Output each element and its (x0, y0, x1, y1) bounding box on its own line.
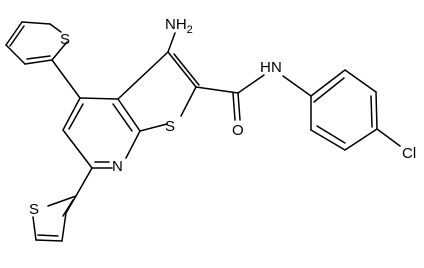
bond (75, 167, 93, 197)
bond (9, 25, 25, 47)
bond (26, 55, 51, 60)
bond (79, 97, 119, 100)
bond (51, 59, 81, 99)
bond (51, 41, 68, 61)
bond (62, 97, 81, 131)
thiophene-top-sulfur-label: S (60, 31, 70, 48)
bond (344, 128, 378, 151)
bond (316, 125, 346, 144)
bond (68, 103, 84, 130)
bond (232, 92, 236, 121)
bond (376, 128, 401, 147)
bond (117, 51, 169, 100)
bond (282, 75, 312, 97)
bond (344, 69, 377, 93)
bond (49, 23, 62, 33)
bond (35, 239, 63, 242)
bond (167, 32, 176, 53)
chloro-label: Cl (402, 145, 416, 162)
bond (62, 129, 93, 169)
pyridine-nitrogen-label: N (112, 158, 123, 175)
amino-nh-text: NH (165, 16, 187, 33)
bond (117, 98, 141, 132)
bond (237, 92, 241, 121)
bond (370, 95, 373, 128)
bond (173, 53, 200, 86)
bond (5, 44, 26, 65)
bond (310, 69, 346, 97)
bond (375, 91, 378, 130)
bond (195, 86, 239, 94)
bond (47, 195, 77, 207)
bond (24, 59, 53, 65)
bond (313, 77, 345, 103)
thiophene-bottom-sulfur-label: S (29, 201, 39, 218)
amino-group-label: NH2 (165, 16, 193, 36)
bond (310, 129, 346, 151)
bond (62, 199, 74, 217)
amide-h-label: H (260, 59, 271, 76)
core-sulfur-label: S (165, 118, 175, 135)
bond (61, 212, 67, 242)
bond (21, 21, 51, 25)
bonds (5, 21, 401, 242)
bond (167, 51, 197, 88)
atom-labels: S NH2 H N O S N S Cl (29, 16, 416, 218)
bond (180, 86, 197, 117)
amino-subscript-text: 2 (187, 24, 193, 36)
bond (139, 123, 168, 132)
bond (237, 74, 265, 94)
bond (112, 103, 133, 132)
carbonyl-oxygen-label: O (232, 122, 244, 139)
bond (125, 130, 141, 159)
bond (32, 216, 37, 241)
amide-n-label: N (271, 59, 282, 76)
bond (5, 21, 23, 46)
bond (37, 234, 59, 237)
